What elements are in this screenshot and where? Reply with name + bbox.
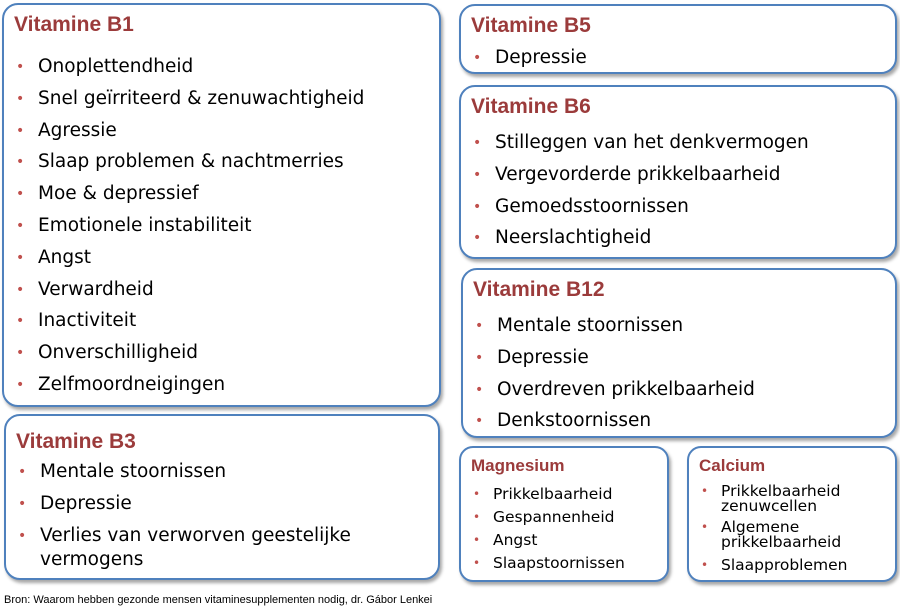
box-title: Vitamine B5 <box>471 14 591 37</box>
list-item: •Emotionele instabiliteit <box>16 214 252 236</box>
source-citation: Bron: Waarom hebben gezonde mensen vitam… <box>4 594 433 606</box>
list-item: •Angst <box>16 246 92 268</box>
list-item: •Vergevorderde prikkelbaarheid <box>473 163 781 185</box>
box-title: Vitamine B6 <box>471 95 591 118</box>
list-item: •Angst <box>473 531 538 549</box>
list-item: •Zelfmoordneigingen <box>16 373 226 395</box>
box-title: Calcium <box>699 456 766 475</box>
list-item: •Depressie <box>473 47 587 68</box>
box-magnesium: Magnesium •Prikkelbaarheid •Gespannenhei… <box>459 446 669 582</box>
box-title: Vitamine B3 <box>16 430 136 453</box>
list-item: •Overdreven prikkelbaarheid <box>475 378 755 400</box>
list-item: •Verlies van verworven geestelijke vermo… <box>18 524 351 570</box>
box-calcium: Calcium •Prikkelbaarheid zenuwcellen •Al… <box>687 446 897 582</box>
list-item: •Slaapproblemen <box>701 556 848 574</box>
list-item: •Denkstoornissen <box>475 410 652 432</box>
box-vitamine-b3: Vitamine B3 •Mentale stoornissen •Depres… <box>4 414 440 580</box>
list-item: •Inactiviteit <box>16 310 137 332</box>
list-item: •Prikkelbaarheid zenuwcellen <box>701 482 841 515</box>
list-item: •Slaap problemen & nachtmerries <box>16 151 344 173</box>
list-item: •Mentale stoornissen <box>18 461 227 482</box>
list-item: •Gespannenheid <box>473 508 615 526</box>
list-item: •Algemene prikkelbaarheid <box>701 518 842 551</box>
box-vitamine-b6: Vitamine B6 •Stilleggen van het denkverm… <box>459 85 897 259</box>
list-item: •Moe & depressief <box>16 183 199 205</box>
box-title: Vitamine B12 <box>473 278 605 301</box>
list-item: •Slaapstoornissen <box>473 554 625 572</box>
box-vitamine-b12: Vitamine B12 •Mentale stoornissen •Depre… <box>461 268 897 438</box>
list-item: •Agressie <box>16 119 117 141</box>
box-title: Magnesium <box>471 456 565 475</box>
box-vitamine-b1: Vitamine B1 •Onoplettendheid •Snel geïrr… <box>2 3 441 407</box>
box-vitamine-b5: Vitamine B5 •Depressie <box>459 4 897 74</box>
list-item: •Verwardheid <box>16 278 154 300</box>
list-item: •Mentale stoornissen <box>475 315 684 336</box>
list-item: •Depressie <box>18 492 132 514</box>
box-title: Vitamine B1 <box>14 13 134 36</box>
list-item: •Depressie <box>475 346 589 368</box>
list-item: •Onoplettendheid <box>16 56 194 77</box>
list-item: •Stilleggen van het denkvermogen <box>473 132 809 153</box>
list-item: •Prikkelbaarheid <box>473 485 613 503</box>
list-item: •Neerslachtigheid <box>473 227 652 249</box>
list-item: •Snel geïrriteerd & zenuwachtigheid <box>16 87 365 109</box>
list-item: •Onverschilligheid <box>16 342 199 364</box>
list-item: •Gemoedsstoornissen <box>473 195 689 217</box>
